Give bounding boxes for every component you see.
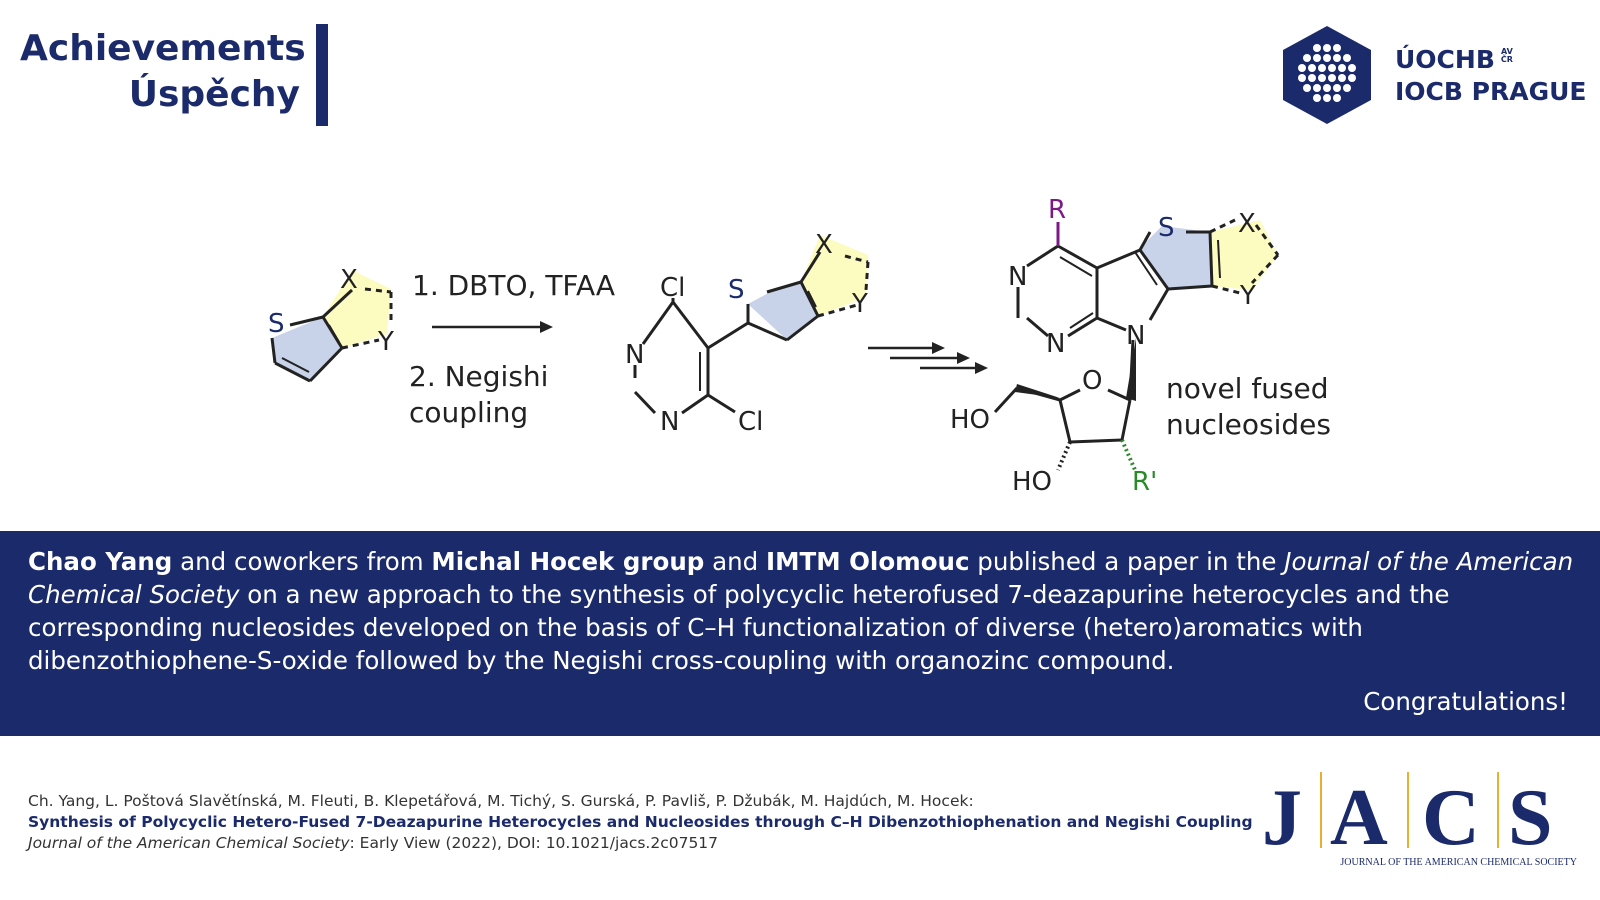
iocb-dots-icon — [1298, 44, 1356, 102]
arrow-head-3-icon — [957, 352, 970, 364]
citation-journal: Journal of the American Chemical Society… — [28, 833, 1253, 854]
summary-text-3: published a paper in the — [969, 547, 1285, 576]
institution-name: IMTM Olomouc — [765, 547, 970, 576]
logo-line1: ÚOCHB — [1395, 45, 1495, 74]
jacs-subtitle: JOURNAL OF THE AMERICAN CHEMICAL SOCIETY — [1340, 857, 1577, 868]
arrow-head-1-icon — [540, 321, 553, 333]
author-name: Chao Yang — [28, 547, 173, 576]
atom-y: Y — [377, 327, 394, 357]
reaction-scheme: S X Y 1. DBTO, TFAA 2. Negishi coupling … — [268, 195, 1331, 497]
jacs-letter-a: A — [1330, 774, 1388, 862]
atom-ho-2: HO — [1012, 467, 1052, 497]
reagent-step2-line2: coupling — [409, 396, 528, 429]
product-label-line1: novel fused — [1166, 372, 1329, 405]
atom-n-5: N — [1126, 321, 1145, 351]
arrow-head-4-icon — [975, 362, 988, 374]
journal-name: Journal of the American Chemical Society — [28, 547, 1574, 609]
atom-y-3: Y — [1239, 281, 1256, 311]
logo-line2: IOCB PRAGUE — [1395, 77, 1587, 106]
atom-x: X — [340, 265, 358, 295]
summary-text: Chao Yang and coworkers from Michal Hoce… — [28, 545, 1578, 677]
group-name: Michal Hocek group — [431, 547, 705, 576]
summary-text-2: and — [704, 547, 766, 576]
citation: Ch. Yang, L. Poštová Slavětínská, M. Fle… — [28, 791, 1253, 854]
atom-s-3: S — [1158, 213, 1175, 243]
citation-details: : Early View (2022), DOI: 10.1021/jacs.2… — [349, 834, 719, 852]
atom-cl-2: Cl — [738, 407, 763, 437]
logo-sup-top: AV — [1500, 47, 1513, 56]
title-english: Achievements — [20, 28, 306, 69]
product-label-line2: nucleosides — [1166, 408, 1331, 441]
citation-authors: Ch. Yang, L. Poštová Slavětínská, M. Fle… — [28, 792, 974, 810]
atom-ho-1: HO — [950, 405, 990, 435]
atom-n-4: N — [1046, 329, 1065, 359]
reagent-step2-line1: 2. Negishi — [409, 360, 548, 393]
atom-s: S — [268, 309, 285, 339]
atom-x-3: X — [1238, 209, 1256, 239]
jacs-letter-j: J — [1262, 774, 1302, 862]
title-czech: Úspěchy — [128, 74, 300, 115]
logo-sup-bottom: ČR — [1500, 55, 1513, 64]
iocb-logo — [1283, 26, 1371, 124]
intermediate — [633, 235, 870, 415]
atom-s-2: S — [728, 275, 745, 305]
atom-n-2: N — [660, 407, 679, 437]
r-prime-group: R' — [1132, 467, 1157, 497]
jacs-letter-s: S — [1508, 774, 1553, 862]
jacs-letter-c: C — [1422, 774, 1480, 862]
citation-journal-name: Journal of the American Chemical Society — [28, 834, 350, 852]
summary-text-4: on a new approach to the synthesis of po… — [28, 580, 1450, 675]
wedge-bond-n — [1126, 338, 1136, 401]
wedge-bond-ch2 — [1015, 384, 1060, 398]
starting-material — [270, 270, 393, 383]
summary-band: Chao Yang and coworkers from Michal Hoce… — [0, 531, 1600, 736]
congratulations: Congratulations! — [1363, 687, 1568, 716]
iocb-hexagon-icon — [1283, 26, 1371, 124]
arrow-head-2-icon — [932, 342, 945, 354]
product-nucleoside — [993, 218, 1280, 471]
r-group: R — [1048, 195, 1066, 225]
atom-y-2: Y — [851, 289, 868, 319]
reagent-step1: 1. DBTO, TFAA — [412, 269, 615, 302]
atom-n-3: N — [1008, 262, 1027, 292]
citation-title: Synthesis of Polycyclic Hetero-Fused 7-D… — [28, 813, 1253, 831]
atom-n-1: N — [625, 340, 644, 370]
jacs-logo: J A C S JOURNAL OF THE AMERICAN CHEMICAL… — [1262, 772, 1577, 868]
atom-o: O — [1082, 366, 1102, 396]
page-title: Achievements Úspěchy — [20, 26, 306, 118]
atom-x-2: X — [815, 230, 833, 260]
title-accent-bar — [316, 24, 328, 126]
atom-cl-1: Cl — [660, 273, 685, 303]
summary-text-1: and coworkers from — [172, 547, 432, 576]
